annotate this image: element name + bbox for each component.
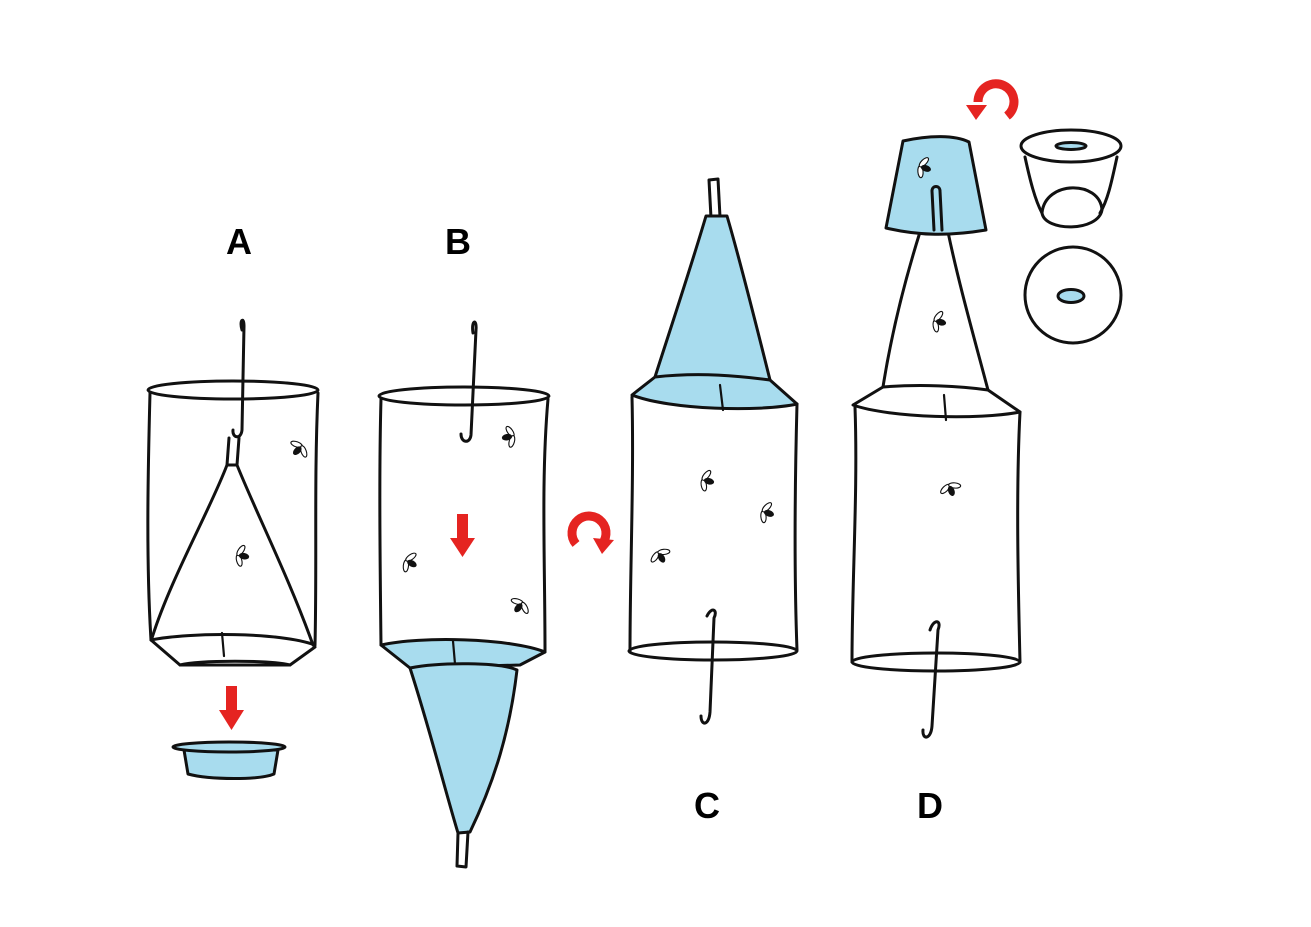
- hook-icon: [921, 620, 941, 739]
- bait-cup: [171, 740, 287, 780]
- rotate-arrow-icon: [966, 79, 1019, 120]
- fly-icon: [696, 467, 718, 495]
- inner-cone: [379, 638, 547, 869]
- hook-icon: [231, 318, 246, 439]
- fly-icon: [936, 478, 965, 501]
- inner-cone: [149, 436, 317, 667]
- lid-side-view: [1019, 128, 1123, 229]
- step-d-illustration: D: [850, 135, 1022, 826]
- hook-icon: [699, 608, 717, 725]
- step-label-a: A: [226, 221, 252, 262]
- down-arrow-icon: [450, 514, 475, 557]
- fly-icon: [928, 308, 950, 336]
- inner-cone: [630, 177, 799, 412]
- step-c-illustration: C: [627, 177, 799, 826]
- step-label-c: C: [694, 785, 720, 826]
- net-cylinder: [850, 405, 1022, 673]
- rotate-arrow-icon: [567, 511, 614, 554]
- fly-icon: [756, 498, 779, 527]
- fly-icon: [646, 543, 675, 569]
- lid-top-view: [1023, 245, 1123, 345]
- step-label-d: D: [917, 785, 943, 826]
- fly-icon: [284, 435, 313, 464]
- net-cylinder: [146, 379, 320, 647]
- step-b-illustration: B: [377, 221, 551, 869]
- step-label-b: B: [445, 221, 471, 262]
- hook-icon: [459, 320, 478, 443]
- step-a-illustration: A: [146, 221, 320, 780]
- fly-icon: [232, 542, 252, 569]
- net-cylinder: [377, 385, 551, 654]
- fly-icon: [505, 592, 534, 620]
- down-arrow-icon: [219, 686, 244, 730]
- fly-icon: [397, 548, 423, 577]
- fly-icon: [499, 423, 519, 450]
- collection-cup: [884, 135, 988, 236]
